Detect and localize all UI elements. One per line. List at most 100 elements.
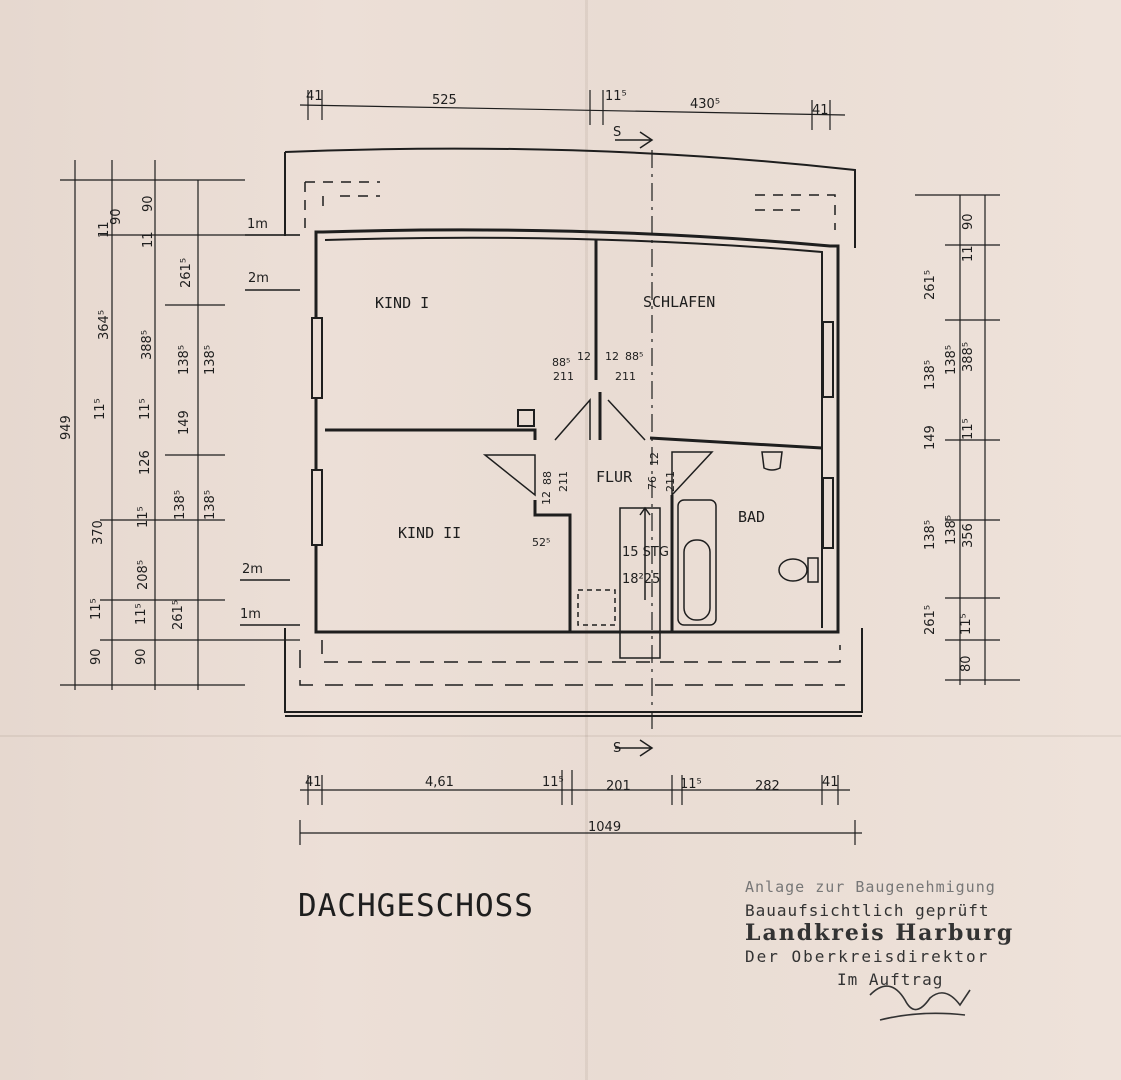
dim-top-3: 430⁵ (690, 97, 720, 112)
dim-right-1: 11⁵ (959, 613, 974, 635)
stair-rise: 18²25 (622, 572, 660, 587)
dim-left-c2-0: 90 (134, 648, 149, 665)
dim-right-3: 138⁵ (923, 520, 938, 550)
dim-left-c2-1: 11⁵ (134, 603, 149, 625)
dim-left-c1-1: 11⁵ (89, 598, 104, 620)
door-dim-6: 12 (540, 491, 553, 505)
chimney (517, 409, 535, 427)
dim-left-c1-4: 364⁵ (97, 310, 112, 340)
door-dim-11: 211 (664, 471, 677, 492)
wall-kind1-kind2 (325, 428, 537, 440)
kneewall-bottom-inner (321, 640, 841, 663)
stair-count: 15 STG (622, 545, 669, 560)
window-left-2 (311, 469, 323, 546)
dim-left-c2-6: 388⁵ (140, 330, 155, 360)
wall-kind2-flur (533, 500, 572, 632)
dim-bottom-total: 1049 (588, 820, 621, 835)
kneewall-top-left (304, 181, 380, 235)
dim-right-5: 356 (961, 523, 976, 548)
door-dim-7: 88 (541, 471, 554, 485)
stamp-line-4: Der Oberkreisdirektor (745, 947, 990, 966)
wall-schlafen-bad (649, 436, 823, 450)
room-flur-label: FLUR (596, 468, 633, 486)
dim-right-8: 138⁵ (923, 360, 938, 390)
toilet (778, 558, 808, 582)
room-schlafen-label: SCHLAFEN (643, 293, 715, 311)
dim-bottom-6: 41 (822, 775, 839, 790)
exterior-wall (314, 228, 840, 634)
window-left-1 (311, 317, 323, 399)
dim-top-1: 525 (432, 93, 457, 108)
room-kind2-label: KIND II (398, 524, 461, 542)
dim-left-c2-5: 11⁵ (138, 398, 153, 420)
stair-opening (577, 589, 616, 626)
signature (869, 985, 971, 1021)
door-dim-5: 211 (615, 370, 636, 383)
dim-left-c1-2: 370 (91, 520, 106, 545)
drawing-title: DACHGESCHOSS (298, 888, 534, 924)
dim-left-c3-1: 138⁵ (173, 490, 188, 520)
stamp-line-3: Landkreis Harburg (745, 920, 1015, 946)
door-dim-12: 52⁵ (532, 536, 550, 549)
door-dim-8: 211 (557, 471, 570, 492)
stamp-line-5: Im Auftrag (837, 970, 944, 989)
door-dim-3: 88⁵ (625, 350, 643, 363)
dim-left-c3-3: 138⁵ (177, 345, 192, 375)
level-bottom-2m: 2m (242, 562, 263, 577)
stair (619, 507, 661, 659)
approval-stamp: Anlage zur Baugenehmigung Bauaufsichtlic… (745, 876, 1065, 991)
dim-right-10: 388⁵ (961, 342, 976, 372)
dim-right-6: 149 (923, 425, 938, 450)
dim-right-9: 138⁵ (944, 345, 959, 375)
door-swing-schlafen (607, 399, 646, 441)
kneewall-bottom-outer (299, 650, 845, 686)
dim-left-c1-5: 11 (97, 221, 112, 238)
dim-left-c2-2: 208⁵ (136, 560, 151, 590)
dim-left-c2-7: 11 (141, 231, 156, 248)
section-marker-top: S (613, 125, 621, 140)
door-dim-9: 76 (646, 476, 659, 490)
dim-right-7: 11⁵ (961, 418, 976, 440)
dim-top-2: 11⁵ (605, 89, 627, 104)
dim-line-top (299, 104, 846, 116)
dim-left-c4-1: 138⁵ (203, 345, 218, 375)
level-top-1m: 1m (247, 217, 268, 232)
dim-right-12: 11 (961, 245, 976, 262)
dim-left-c2-8: 90 (141, 195, 156, 212)
dim-bottom-2: 11⁵ (542, 775, 564, 790)
door-swing-kind2 (482, 454, 536, 497)
dim-left-c2-3: 11⁵ (136, 506, 151, 528)
dim-left-c1-6: 90 (109, 208, 124, 225)
door-dim-2: 12 (605, 350, 619, 363)
dim-bottom-3: 201 (606, 779, 631, 794)
dim-right-11: 261⁵ (923, 270, 938, 300)
door-dim-1: 12 (577, 350, 591, 363)
dim-bottom-5: 282 (755, 779, 780, 794)
level-bottom-1m: 1m (240, 607, 261, 622)
dim-left-c1-3: 11⁵ (93, 398, 108, 420)
section-marker-bottom: S (613, 741, 621, 756)
dim-left-c3-4: 261⁵ (179, 258, 194, 288)
door-swing-kind1 (554, 398, 591, 441)
dim-bottom-0: 41 (305, 775, 322, 790)
dim-left-c1-0: 90 (89, 648, 104, 665)
room-kind1-label: KIND I (375, 294, 429, 312)
room-bad-label: BAD (738, 508, 765, 526)
dim-left-c3-2: 149 (177, 410, 192, 435)
dim-right-2: 261⁵ (923, 605, 938, 635)
dim-top-0: 41 (306, 89, 323, 104)
dim-top-4: 41 (812, 103, 829, 118)
roof-outline-bottom (284, 628, 863, 713)
door-dim-4: 211 (553, 370, 574, 383)
door-dim-10: 12 (648, 452, 661, 466)
stamp-line-2: Bauaufsichtlich geprüft (745, 901, 990, 920)
dim-left-total: 949 (59, 415, 74, 440)
fold-line-horizontal (0, 735, 1121, 737)
washbasin (761, 451, 783, 471)
dim-left-c2-4: 126 (138, 450, 153, 475)
dim-left-c3-0: 261⁵ (171, 600, 186, 630)
dim-right-4: 138⁵ (944, 515, 959, 545)
dim-bottom-4: 11⁵ (680, 777, 702, 792)
window-right-1 (822, 321, 834, 398)
